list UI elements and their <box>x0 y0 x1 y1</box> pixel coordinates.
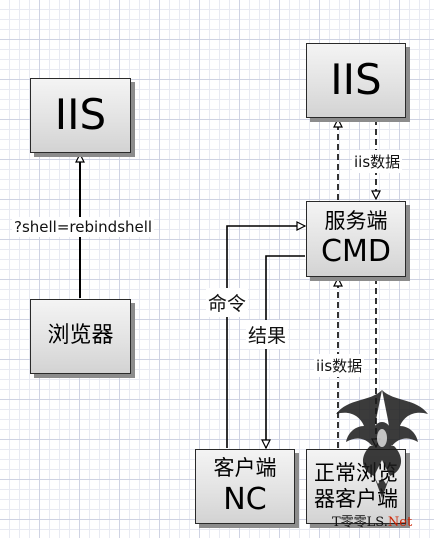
param-label: ?shell=rebindshell <box>12 217 155 237</box>
browser-box: 浏览器 <box>30 299 131 374</box>
client-line1: 客户端 <box>213 456 277 481</box>
normal-line2: 器客户端 <box>314 487 398 511</box>
left-iis-label: IIS <box>54 90 107 140</box>
browser-label: 浏览器 <box>47 323 114 349</box>
left-iis-box: IIS <box>30 78 131 153</box>
right-iis-box: IIS <box>306 43 406 118</box>
result-line <box>266 255 305 448</box>
command-label: 命令 <box>206 288 249 317</box>
command-line <box>226 226 305 448</box>
iis-data-top-label: iis数据 <box>352 150 403 173</box>
server-line1: 服务端 <box>324 208 388 233</box>
nc-client-box: 客户端 NC <box>195 449 295 524</box>
client-line2: NC <box>223 481 267 517</box>
server-line2: CMD <box>321 234 391 270</box>
right-iis-label: IIS <box>330 55 382 105</box>
result-label: 结果 <box>246 320 289 349</box>
watermark-text: T零零LS.Net <box>332 515 413 530</box>
watermark-emblem-icon: T零零LS.Net <box>332 390 428 530</box>
server-cmd-box: 服务端 CMD <box>306 201 406 277</box>
iis-data-bottom-label: iis数据 <box>314 354 365 377</box>
normal-browser-box: 正常浏览 器客户端 <box>306 449 406 524</box>
